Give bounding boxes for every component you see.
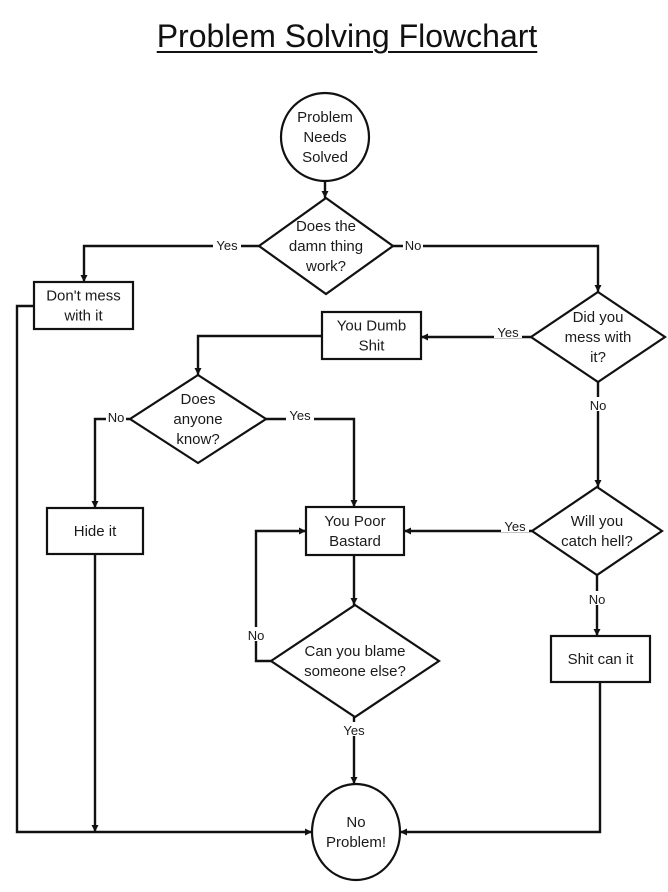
node-anyone-know: Does anyone know? — [127, 373, 269, 465]
node-text-line: work? — [305, 258, 346, 275]
node-text-line: someone else? — [304, 663, 406, 680]
edge-label-yes: Yes — [504, 519, 526, 534]
node-did-you-mess: Did you mess with it? — [529, 290, 667, 384]
node-text-line: Bastard — [329, 533, 381, 550]
node-text-line: You Poor — [324, 513, 385, 530]
node-text-line: with it — [63, 308, 103, 325]
node-text-line: Shit — [359, 338, 386, 355]
decision-shape — [529, 290, 667, 384]
node-does-it-work: Does the damn thing work? — [257, 196, 395, 296]
edge-anyone-know-to-hide-it — [91, 417, 130, 508]
edge-label-bg — [587, 591, 607, 605]
edge-label-no: No — [590, 398, 607, 413]
edge-label-yes: Yes — [289, 408, 311, 423]
edge-label-no: No — [248, 628, 265, 643]
node-text-line: Needs — [303, 129, 346, 146]
decision-shape — [127, 373, 269, 465]
decision-shape — [530, 485, 664, 577]
node-blame: Can you blame someone else? — [269, 603, 441, 719]
node-text-line: mess with — [565, 329, 632, 346]
node-text-line: You Dumb — [337, 318, 407, 335]
node-text-line: Problem! — [326, 834, 386, 851]
node-catch-hell: Will you catch hell? — [530, 485, 664, 577]
edge-shit-can-to-end — [400, 682, 602, 836]
node-text-line: catch hell? — [561, 533, 633, 550]
node-text-line: No — [346, 814, 365, 831]
edge-label-bg — [501, 518, 529, 532]
page-title: Problem Solving Flowchart — [156, 18, 538, 54]
process-shape — [549, 634, 652, 684]
node-shit-can: Shit can it — [549, 634, 652, 684]
terminal-shape — [279, 91, 371, 183]
terminal-shape — [310, 782, 402, 882]
edge-dont-mess-to-end — [15, 304, 312, 836]
edge-label-yes: Yes — [216, 238, 238, 253]
process-shape — [32, 280, 135, 331]
edge-label-no: No — [108, 410, 125, 425]
process-shape — [304, 505, 406, 557]
edge-anyone-know-to-poor-bastard — [266, 417, 358, 507]
edge-label-bg — [588, 397, 608, 411]
edge-blame-to-poor-bastard — [254, 527, 306, 663]
edge-label-bg — [403, 237, 423, 251]
node-text-line: it? — [590, 349, 606, 366]
decision-shape — [257, 196, 395, 296]
edge-label-bg — [286, 407, 314, 421]
edge-label-bg — [340, 722, 368, 736]
process-shape — [45, 506, 145, 556]
node-text-line: Will you — [571, 513, 624, 530]
node-text-line: Does — [180, 391, 215, 408]
node-text-line: Shit can it — [568, 651, 635, 668]
node-text-line: Did you — [573, 309, 624, 326]
edge-label-bg — [106, 409, 126, 423]
process-shape — [320, 310, 423, 361]
edge-label-no: No — [405, 238, 422, 253]
edge-you-dumb-to-anyone-know — [194, 334, 322, 375]
edge-label-yes: Yes — [343, 723, 365, 738]
node-text-line: Don't mess — [46, 288, 121, 305]
edge-label-bg — [494, 324, 522, 338]
node-text-line: Problem — [297, 109, 353, 126]
node-text-line: Hide it — [74, 523, 117, 540]
node-dont-mess: Don't mess with it — [32, 280, 135, 331]
edge-label-yes: Yes — [497, 325, 519, 340]
edge-label-bg — [246, 627, 266, 641]
node-text-line: Can you blame — [305, 643, 406, 660]
node-text-line: Does the — [296, 218, 356, 235]
edge-label-no: No — [589, 592, 606, 607]
node-text-line: Solved — [302, 149, 348, 166]
node-text-line: know? — [176, 431, 219, 448]
edge-label-bg — [213, 237, 241, 251]
node-text-line: damn thing — [289, 238, 363, 255]
node-text-line: anyone — [173, 411, 222, 428]
edge-does-it-work-to-did-you-mess — [393, 244, 602, 292]
node-hide-it: Hide it — [45, 506, 145, 556]
edge-does-it-work-to-dont-mess — [80, 244, 259, 282]
decision-shape — [269, 603, 441, 719]
